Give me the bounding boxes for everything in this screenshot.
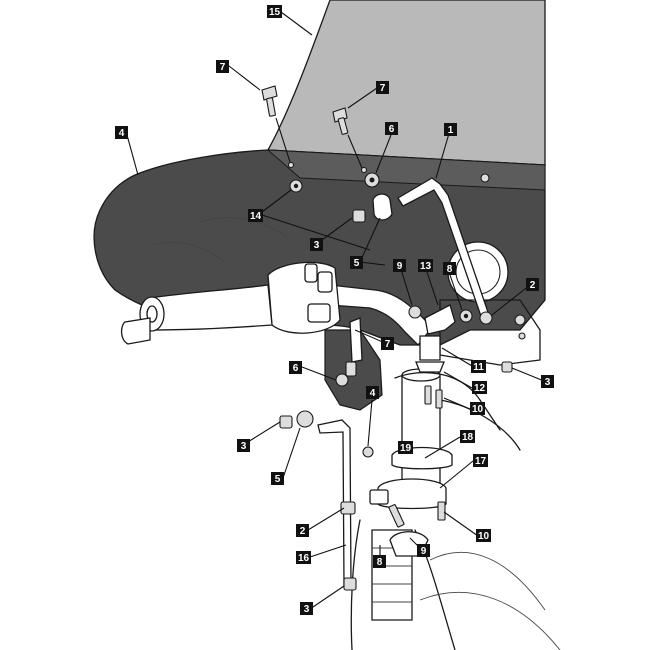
svg-text:3: 3	[314, 240, 320, 251]
callout-4: 4	[366, 386, 379, 399]
svg-text:16: 16	[298, 553, 310, 564]
svg-text:14: 14	[250, 211, 262, 222]
svg-text:2: 2	[300, 526, 306, 537]
svg-text:7: 7	[220, 62, 226, 73]
callout-16: 16	[296, 551, 311, 564]
svg-text:6: 6	[389, 124, 395, 135]
callout-10: 10	[476, 529, 491, 542]
handlebar-tube	[329, 284, 431, 346]
fairing-trim	[266, 149, 546, 191]
svg-text:11: 11	[473, 362, 484, 373]
callout-8: 8	[373, 555, 386, 568]
svg-text:6: 6	[293, 363, 299, 374]
svg-text:19: 19	[400, 443, 412, 454]
svg-text:9: 9	[421, 546, 427, 557]
callout-11: 11	[471, 360, 486, 373]
callout-15: 15	[267, 5, 282, 18]
callout-7: 7	[376, 81, 389, 94]
svg-text:7: 7	[385, 339, 391, 350]
callout-13: 13	[418, 259, 433, 272]
callout-8: 8	[443, 262, 456, 275]
callout-2: 2	[296, 524, 309, 537]
callout-14: 14	[248, 209, 263, 222]
callout-7: 7	[381, 337, 394, 350]
svg-text:2: 2	[530, 280, 536, 291]
callout-9: 9	[393, 259, 406, 272]
svg-text:10: 10	[472, 404, 484, 415]
svg-text:18: 18	[462, 432, 474, 443]
callout-6: 6	[385, 122, 398, 135]
svg-text:5: 5	[275, 474, 281, 485]
svg-text:3: 3	[304, 604, 310, 615]
windscreen	[266, 0, 546, 166]
svg-text:3: 3	[545, 377, 551, 388]
svg-text:7: 7	[380, 83, 386, 94]
callout-6: 6	[289, 361, 302, 374]
callout-17: 17	[473, 454, 488, 467]
svg-text:3: 3	[241, 441, 247, 452]
callout-19: 19	[398, 441, 413, 454]
svg-text:8: 8	[377, 557, 383, 568]
callout-2: 2	[526, 278, 539, 291]
leader-lines	[126, 11, 545, 610]
svg-text:9: 9	[397, 261, 403, 272]
callout-7: 7	[216, 60, 229, 73]
callout-5: 5	[271, 472, 284, 485]
callout-18: 18	[460, 430, 475, 443]
svg-text:17: 17	[475, 456, 487, 467]
fork-tube	[401, 374, 441, 491]
callout-10: 10	[470, 402, 485, 415]
callout-5: 5	[350, 256, 363, 269]
svg-text:5: 5	[354, 258, 360, 269]
svg-text:8: 8	[447, 264, 453, 275]
callout-3: 3	[541, 375, 554, 388]
bracket-upper	[424, 304, 456, 335]
svg-text:4: 4	[370, 388, 376, 399]
callout-3: 3	[237, 439, 250, 452]
callout-12: 12	[472, 381, 487, 394]
callout-9: 9	[417, 544, 430, 557]
svg-text:15: 15	[269, 7, 281, 18]
callout-1: 1	[444, 123, 457, 136]
svg-text:13: 13	[420, 261, 432, 272]
callout-3: 3	[310, 238, 323, 251]
svg-text:1: 1	[448, 125, 454, 136]
callout-3: 3	[300, 602, 313, 615]
svg-text:4: 4	[119, 128, 125, 139]
callout-4: 4	[115, 126, 128, 139]
handlebar-grip	[149, 284, 273, 331]
svg-text:12: 12	[474, 383, 486, 394]
svg-text:10: 10	[478, 531, 490, 542]
